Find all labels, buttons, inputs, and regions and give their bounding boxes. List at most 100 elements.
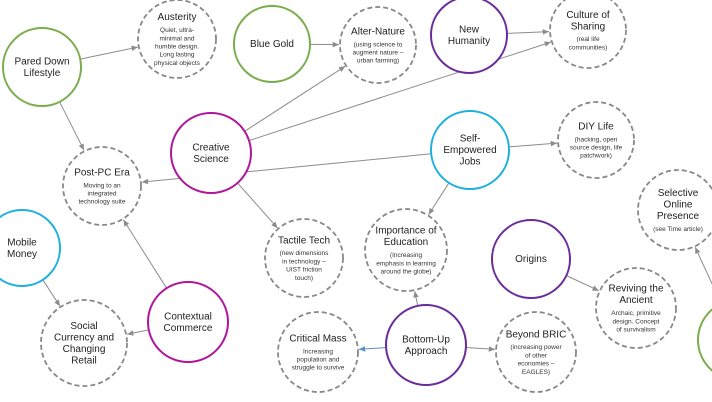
node-title: DIY Life: [578, 121, 614, 132]
node-circle-importance-education: [364, 208, 448, 292]
node-circle-bottom-up: [385, 304, 467, 386]
node-diy-life: DIY Life (hacking, open source design, lif…: [557, 101, 635, 179]
node-description: touch): [295, 275, 313, 282]
node-title: Retail: [71, 356, 97, 367]
node-circle-origins: [491, 219, 571, 299]
node-blue-gold: Blue Gold: [233, 5, 311, 83]
edge-creative-science-to-tactile-tech: [237, 182, 278, 229]
edge-partial-green-to-selective-online: [694, 246, 712, 285]
node-description: Long lasting: [159, 52, 194, 59]
node-title: Importance of: [375, 226, 436, 237]
node-circle-new-humanity: [430, 0, 508, 74]
node-circle-post-pc: [62, 146, 142, 226]
node-title: Science: [193, 154, 229, 165]
node-title: Bottom-Up: [402, 335, 450, 346]
edge-contextual-commerce-to-social-currency: [127, 329, 149, 336]
node-description: (see Time article): [653, 226, 703, 233]
node-description: (increasing power: [510, 344, 562, 351]
node-description: source design, life: [570, 145, 623, 152]
edge-contextual-commerce-to-post-pc: [122, 219, 168, 289]
node-circle-diy-life: [557, 101, 635, 179]
edge-origins-to-reviving-ancient: [566, 275, 600, 292]
node-description: Increasing: [303, 348, 333, 355]
node-circle-contextual-commerce: [147, 281, 229, 363]
node-title: Sharing: [571, 21, 605, 32]
connections: [42, 29, 712, 352]
node-description: urban farming): [357, 58, 399, 65]
node-circle-partial-green: [697, 308, 712, 372]
node-description: struggle to survive: [292, 365, 345, 372]
node-description: economies –: [518, 361, 555, 368]
edge-pared-down-to-austerity: [80, 45, 138, 60]
node-title: Commerce: [164, 323, 213, 334]
node-title: Social: [70, 321, 97, 332]
node-title: Jobs: [459, 157, 480, 168]
node-title: Education: [384, 237, 428, 248]
node-title: Creative: [192, 143, 230, 154]
node-description: (hacking, open: [575, 136, 618, 143]
node-partial-green: [697, 308, 712, 372]
node-title: Alter-Nature: [351, 26, 405, 37]
edge-bottom-up-to-beyond-bric: [465, 346, 496, 352]
node-title: Online: [664, 200, 693, 211]
edge-creative-science-to-culture-sharing: [248, 41, 552, 142]
node-description: communities): [569, 44, 608, 51]
node-title: Post-PC Era: [74, 167, 130, 178]
node-title: Self-: [460, 134, 481, 145]
node-title: Empowered: [443, 145, 496, 156]
node-circle-creative-science: [170, 112, 252, 194]
node-title: Austerity: [158, 12, 197, 23]
node-description: population and: [297, 357, 340, 364]
edge-new-humanity-to-culture-sharing: [506, 29, 550, 35]
edge-self-empowered-to-importance-education: [428, 182, 450, 215]
node-description: (new dimensions: [280, 250, 330, 257]
node-title: Tactile Tech: [278, 235, 330, 246]
node-description: UIST friction: [286, 267, 322, 274]
node-title: Blue Gold: [250, 39, 294, 50]
node-description: (using science to: [354, 41, 403, 48]
node-origins: Origins: [491, 219, 571, 299]
node-circle-social-currency: [40, 299, 128, 387]
edge-creative-science-to-alter-nature: [244, 65, 346, 132]
node-circle-self-empowered: [430, 110, 510, 190]
node-title: Selective: [658, 188, 699, 199]
node-circle-selective-online: [637, 169, 712, 251]
node-description: Quiet, ultra-: [160, 27, 194, 34]
node-title: Approach: [405, 346, 448, 357]
node-description: emphasis in learning: [376, 260, 436, 267]
node-circle-beyond-bric: [495, 311, 577, 393]
node-circle-culture-sharing: [549, 0, 627, 69]
edge-bottom-up-to-importance-education: [413, 290, 419, 307]
node-title: Culture of: [566, 10, 610, 21]
node-description: Moving to an: [83, 182, 121, 189]
node-circle-alter-nature: [339, 6, 417, 84]
node-title: Currency and: [54, 333, 114, 344]
node-description: design. Concept: [613, 318, 660, 325]
node-description: (real life: [576, 36, 600, 43]
node-circle-critical-mass: [277, 311, 359, 393]
edge-bottom-up-to-critical-mass: [358, 346, 387, 352]
node-title: New: [459, 25, 480, 36]
edge-self-empowered-to-diy-life: [508, 140, 558, 148]
node-title: Money: [7, 249, 37, 260]
node-description: humble design.: [155, 44, 199, 51]
node-title: Critical Mass: [289, 333, 346, 344]
node-description: of other: [525, 352, 548, 359]
node-title: Beyond BRIC: [506, 329, 567, 340]
node-description: EAGLES): [522, 369, 550, 376]
node-title: Mobile: [7, 238, 37, 249]
node-circle-reviving-ancient: [595, 267, 677, 349]
